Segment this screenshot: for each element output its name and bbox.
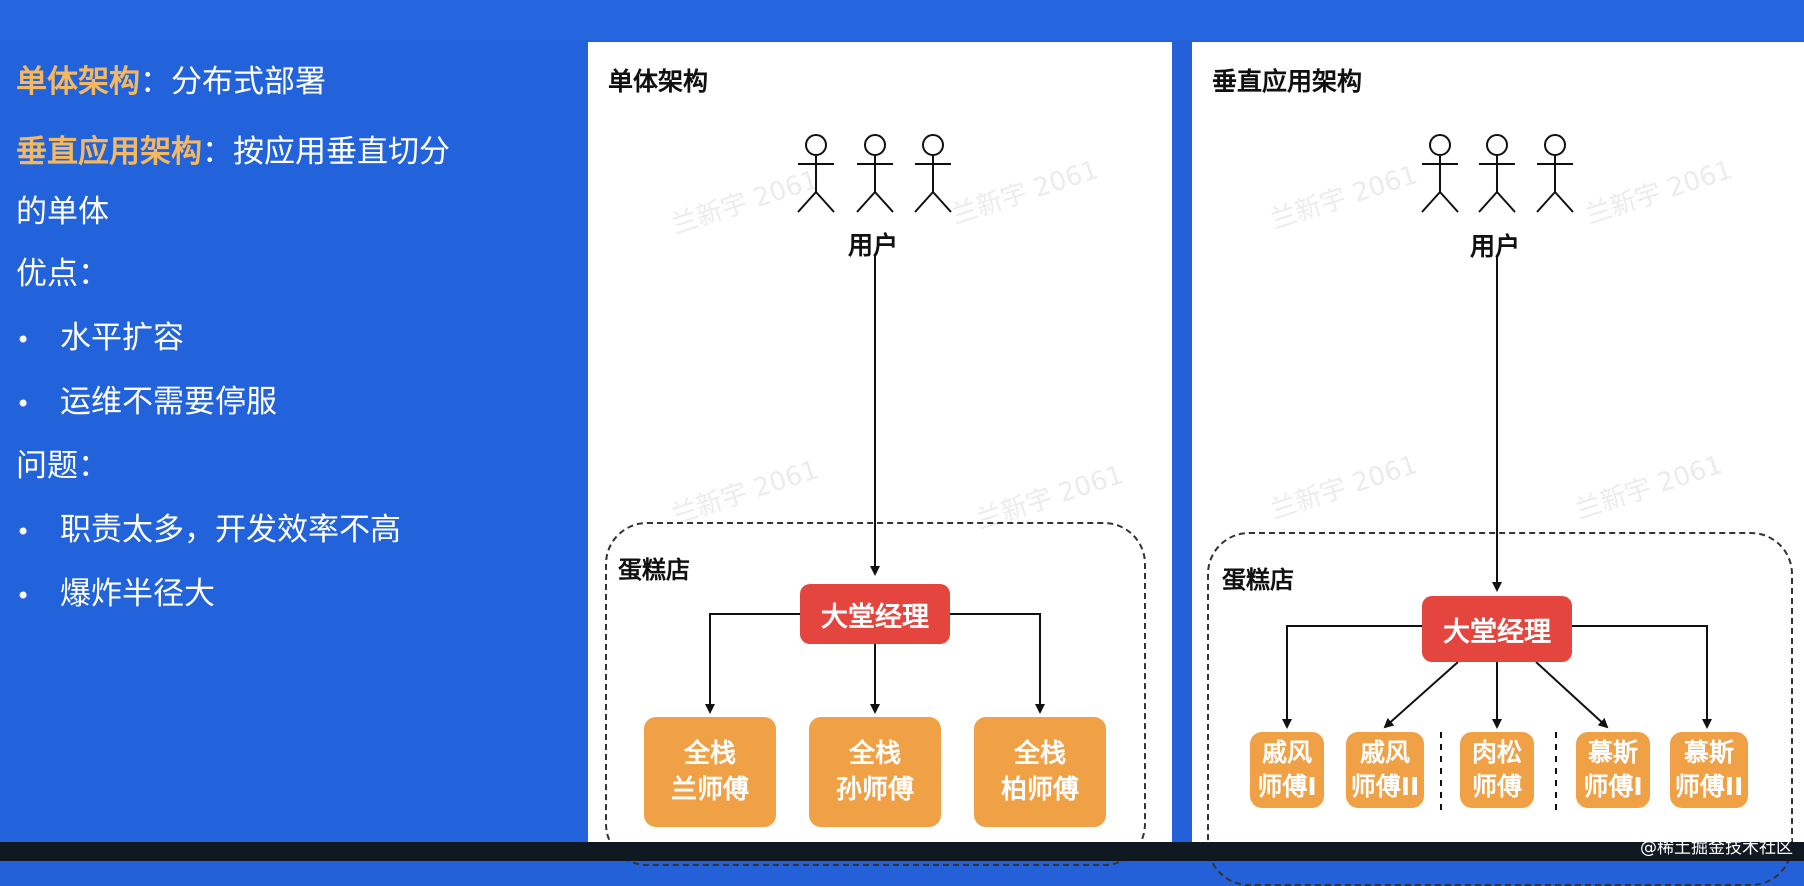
text-panel: 单体架构：分布式部署 垂直应用架构：按应用垂直切分 的单体 优点： • 水平扩容… (0, 40, 590, 842)
chef-node: 全栈 兰师傅 (644, 717, 776, 827)
user-icon (856, 134, 894, 213)
bullet-3: • (16, 518, 31, 546)
arrow-manager-to-chef-5 (1572, 625, 1712, 729)
vertical-panel: 兰新宇 2061 兰新宇 2061 兰新宇 2061 兰新宇 2061 垂直应用… (1192, 42, 1804, 886)
user-icon (1536, 134, 1574, 213)
bottom-bar (0, 842, 1804, 861)
chef-node: 慕斯 师傅II (1670, 732, 1748, 808)
vertical-diagram-lines (1282, 134, 1712, 812)
pros-title: 优点： (16, 256, 109, 292)
arrow-manager-to-chef-1 (705, 613, 800, 714)
cake-shop-label: 蛋糕店 (618, 556, 690, 584)
arrow-manager-to-chef-2 (1383, 661, 1459, 729)
user-label: 用户 (848, 231, 899, 260)
bullet-4: • (16, 582, 31, 610)
user-icon-group (705, 134, 1045, 714)
cake-shop-label: 蛋糕店 (1222, 566, 1294, 594)
lobby-manager-node: 大堂经理 (1422, 596, 1572, 662)
bullet-1: • (16, 326, 31, 354)
cons-title: 问题： (16, 448, 109, 484)
user-icon (797, 134, 835, 213)
line-vertical-cont: 的单体 (16, 194, 109, 230)
user-label: 用户 (1470, 232, 1521, 261)
bullet-2: • (16, 390, 31, 418)
panel-title: 垂直应用架构 (1212, 67, 1363, 96)
chef-node: 全栈 柏师傅 (974, 717, 1106, 827)
arrow-manager-to-chef-3 (950, 613, 1045, 714)
line-monolithic: 单体架构：分布式部署 (16, 64, 326, 100)
top-bar (0, 0, 1804, 40)
monolithic-panel: 兰新宇 2061 兰新宇 2061 兰新宇 2061 兰新宇 2061 单体架构 (588, 42, 1172, 866)
line-vertical: 垂直应用架构：按应用垂直切分 (16, 134, 450, 170)
chef-node: 慕斯 师傅I (1576, 732, 1650, 808)
con-item-2: 爆炸半径大 (60, 576, 215, 612)
user-icon (1421, 134, 1459, 213)
monolithic-diagram-lines (705, 134, 1045, 714)
arrow-manager-to-chef-4 (1535, 661, 1609, 729)
chef-node: 戚风 师傅II (1346, 732, 1424, 808)
user-icon (1478, 134, 1516, 213)
chef-node: 肉松 师傅 (1460, 732, 1534, 808)
arrow-manager-to-chef-1 (1282, 625, 1422, 729)
chef-node: 全栈 孙师傅 (809, 717, 941, 827)
chef-node: 戚风 师傅I (1250, 732, 1324, 808)
pro-item-2: 运维不需要停服 (60, 384, 277, 420)
attribution-text: @稀土掘金技术社区 (1640, 838, 1793, 858)
pro-item-1: 水平扩容 (60, 320, 184, 356)
con-item-1: 职责太多，开发效率不高 (60, 512, 401, 548)
panel-title: 单体架构 (608, 67, 709, 96)
lobby-manager-node: 大堂经理 (800, 584, 950, 644)
user-icon (914, 134, 952, 213)
